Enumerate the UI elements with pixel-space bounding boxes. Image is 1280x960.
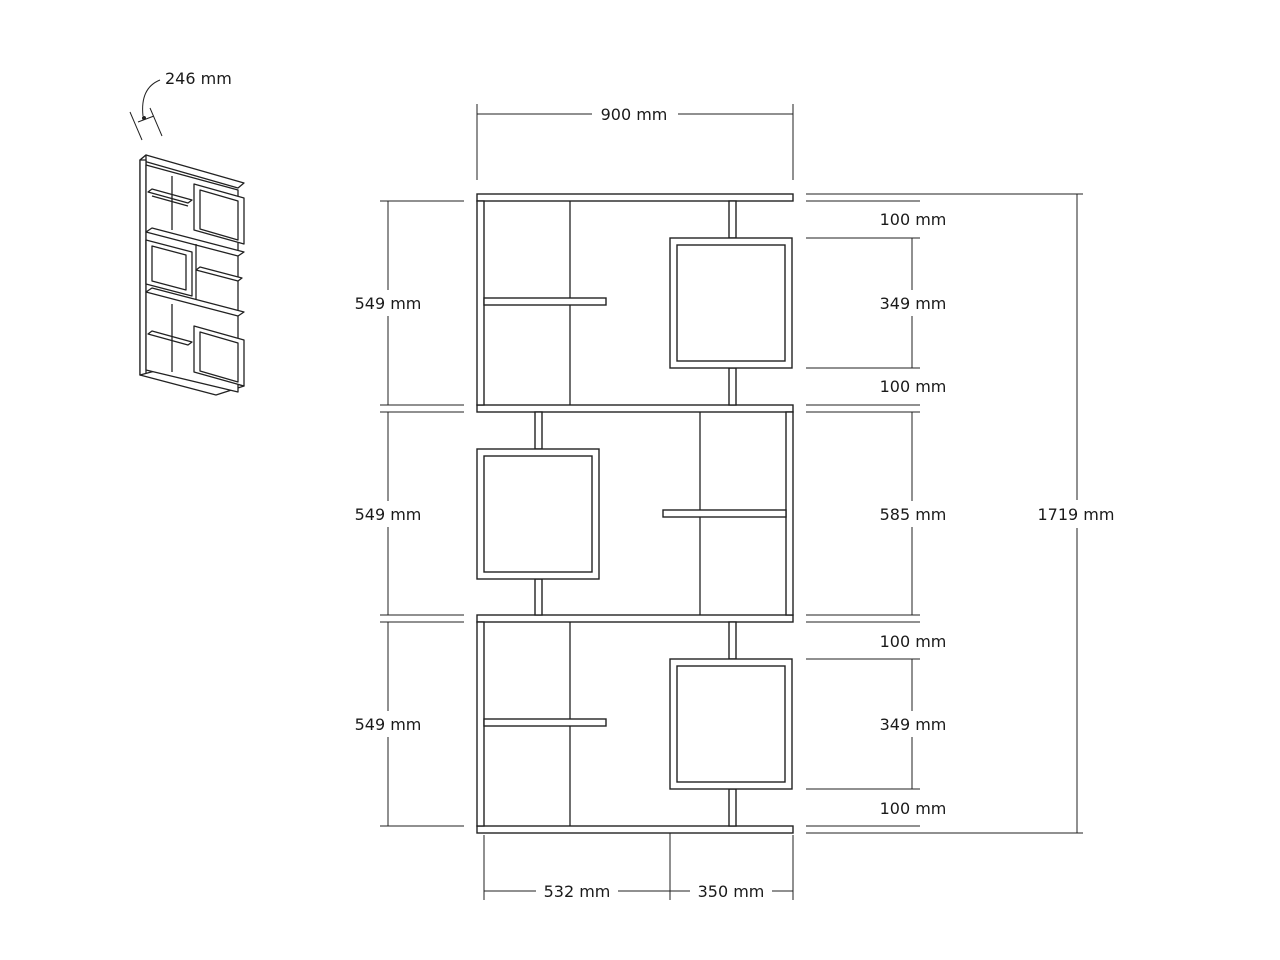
right-side-2 bbox=[785, 411, 794, 616]
bottom-gap-3-label: 100 mm bbox=[880, 799, 947, 818]
front-elevation bbox=[476, 193, 794, 834]
left-side-3 bbox=[476, 621, 485, 827]
left-section-3-label: 549 mm bbox=[355, 715, 422, 734]
middle-label: 585 mm bbox=[880, 505, 947, 524]
isometric-view: 246 mm bbox=[129, 69, 245, 396]
left-side-1 bbox=[476, 200, 485, 406]
left-section-1-label: 549 mm bbox=[355, 294, 422, 313]
bottom-dim-1-label: 532 mm bbox=[544, 882, 611, 901]
box-3-label: 349 mm bbox=[880, 715, 947, 734]
box-1-label: 349 mm bbox=[880, 294, 947, 313]
depth-label: 246 mm bbox=[165, 69, 232, 88]
box-top bbox=[669, 237, 793, 369]
top-gap-1-label: 100 mm bbox=[880, 210, 947, 229]
width-total-label: 900 mm bbox=[601, 105, 668, 124]
box-bottom bbox=[669, 658, 793, 790]
bottom-gap-1-label: 100 mm bbox=[880, 377, 947, 396]
dimension-labels: 900 mm 549 mm 549 mm 549 mm 100 mm 349 m… bbox=[355, 105, 1115, 901]
bottom-dim-2-label: 350 mm bbox=[698, 882, 765, 901]
height-total-label: 1719 mm bbox=[1038, 505, 1115, 524]
board-1 bbox=[476, 404, 794, 413]
top-board bbox=[476, 193, 794, 202]
left-section-2-label: 549 mm bbox=[355, 505, 422, 524]
board-2 bbox=[476, 614, 794, 623]
top-gap-3-label: 100 mm bbox=[880, 632, 947, 651]
box-middle bbox=[476, 448, 600, 580]
bottom-board bbox=[476, 825, 794, 834]
dimension-lines bbox=[380, 104, 1083, 900]
